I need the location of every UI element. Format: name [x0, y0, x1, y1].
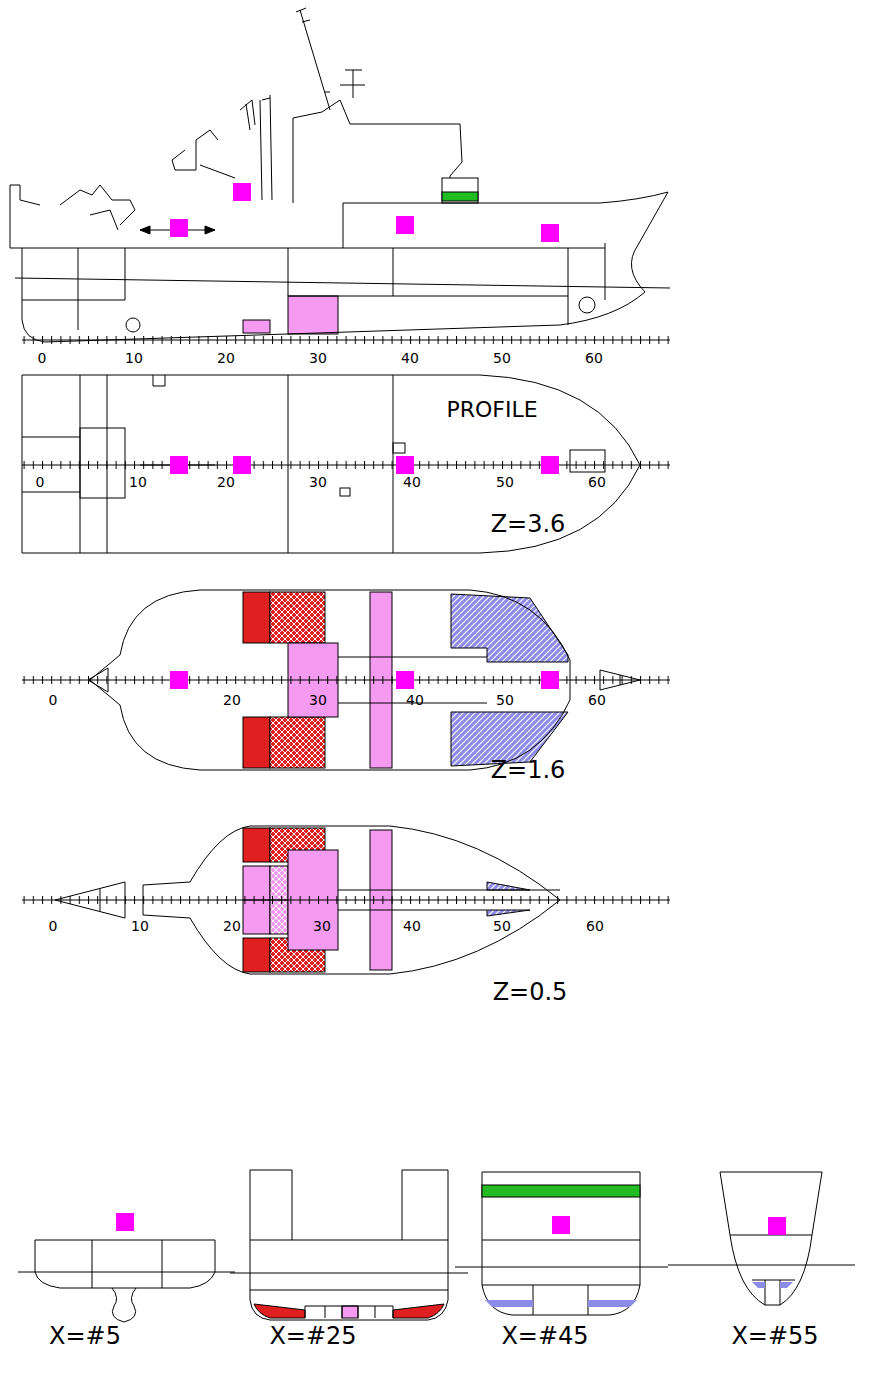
axis-number: 0: [38, 351, 47, 365]
axis-number: 60: [585, 351, 603, 365]
axis-number: 30: [309, 475, 327, 489]
plane-label: Z=0.5: [493, 980, 568, 1004]
axis-number: 20: [223, 919, 241, 933]
axis-number: 0: [49, 693, 58, 707]
profile-view: [10, 8, 670, 344]
section-label: X=#45: [501, 1324, 588, 1348]
section-label: X=#5: [49, 1324, 121, 1348]
axis-number: 20: [217, 475, 235, 489]
axis-number: 60: [588, 693, 606, 707]
axis-number: 40: [406, 693, 424, 707]
view-title: PROFILE: [446, 399, 537, 421]
axis-number: 30: [309, 351, 327, 365]
axis-number: 20: [217, 351, 235, 365]
plane-label: Z=1.6: [491, 758, 566, 782]
section-label: X=#25: [269, 1324, 356, 1348]
section-label: X=#55: [731, 1324, 818, 1348]
deck-plan-z36: [22, 375, 670, 553]
axis-number: 60: [588, 475, 606, 489]
axis-number: 30: [313, 919, 331, 933]
axis-number: 40: [401, 351, 419, 365]
axis-number: 0: [36, 475, 45, 489]
axis-number: 40: [403, 475, 421, 489]
axis-number: 20: [223, 693, 241, 707]
axis-number: 60: [586, 919, 604, 933]
axis-number: 50: [496, 693, 514, 707]
axis-number: 10: [125, 351, 143, 365]
axis-number: 50: [496, 475, 514, 489]
axis-number: 50: [493, 351, 511, 365]
axis-number: 40: [403, 919, 421, 933]
deck-plan-z05: [22, 826, 670, 974]
axis-number: 10: [129, 475, 147, 489]
axis-number: 50: [493, 919, 511, 933]
deck-plan-z16: [22, 590, 670, 770]
axis-number: 0: [49, 919, 58, 933]
axis-number: 10: [131, 919, 149, 933]
cross-sections: [18, 1170, 855, 1322]
plane-label: Z=3.6: [491, 512, 566, 536]
axis-number: 30: [309, 693, 327, 707]
